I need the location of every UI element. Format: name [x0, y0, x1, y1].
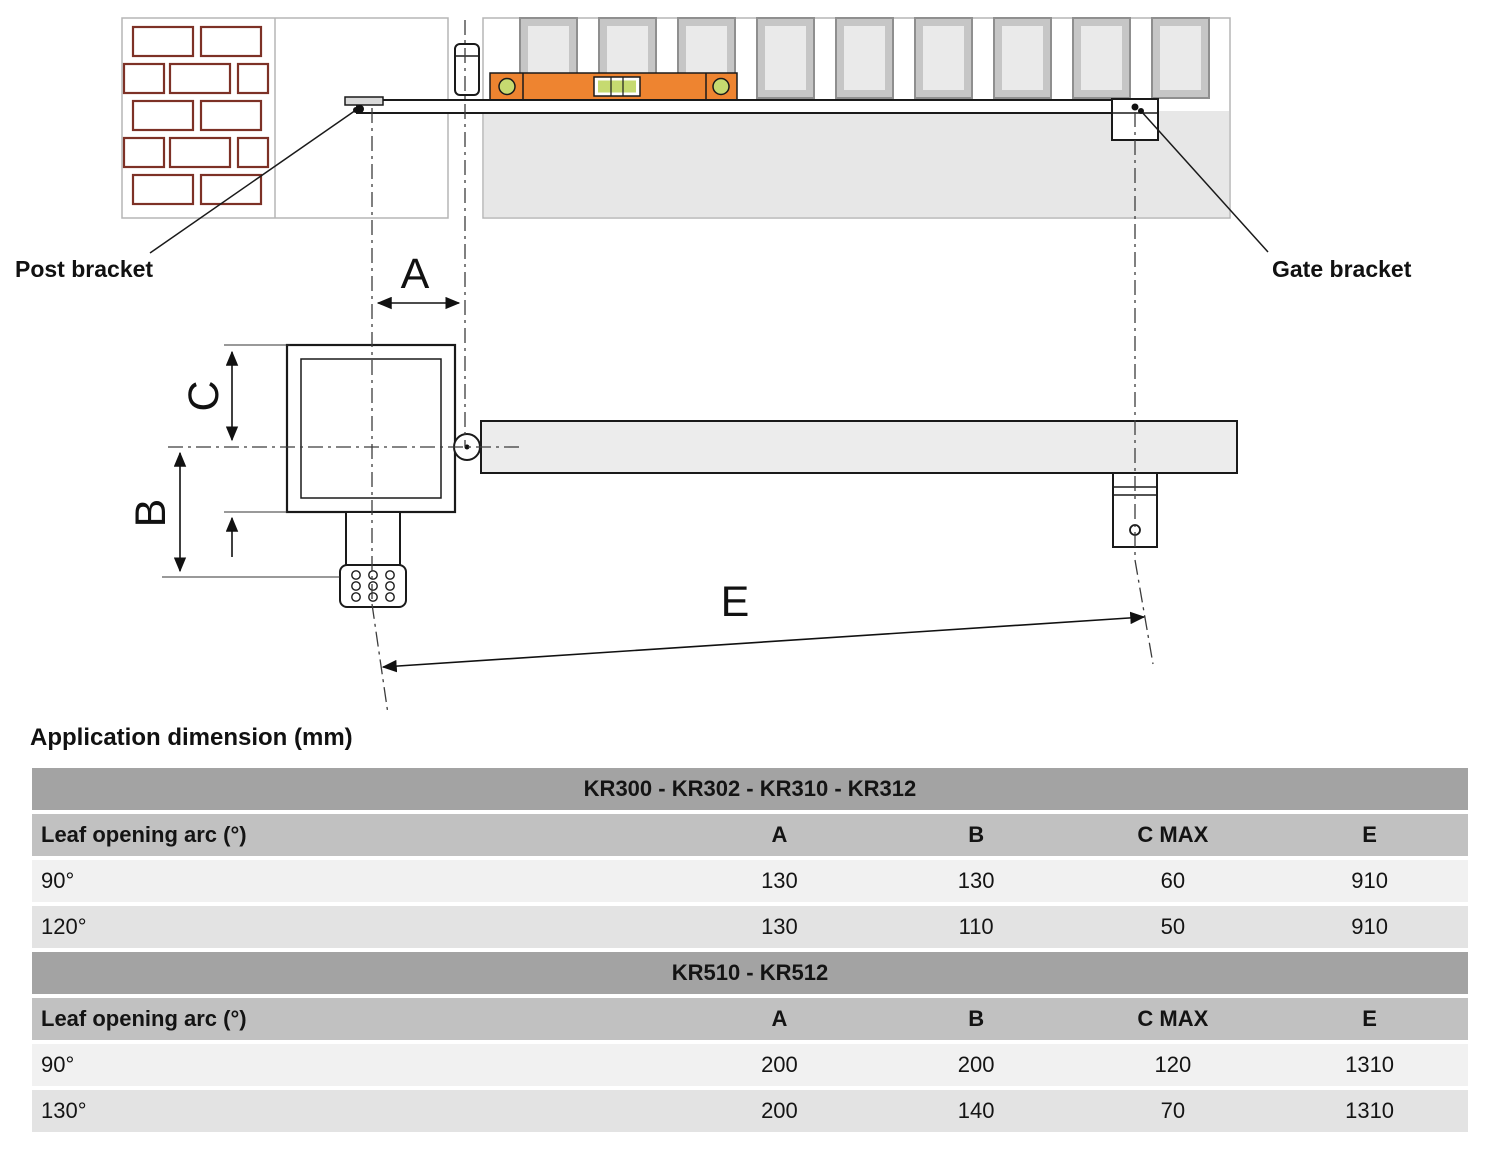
dimension-e-label: E: [721, 578, 750, 626]
column-header: A: [771, 1006, 788, 1031]
reference-lines: [162, 344, 340, 578]
table-cell: 200: [761, 1052, 798, 1077]
level-vial-left: [498, 77, 516, 96]
table-cell: 90°: [41, 868, 75, 893]
column-header: B: [968, 1006, 985, 1031]
table-group-header: KR300 - KR302 - KR310 - KR312: [32, 768, 1468, 810]
column-header: B: [968, 822, 985, 847]
gate-bracket-label: Gate bracket: [1272, 256, 1412, 282]
center-lines: [168, 20, 1154, 715]
table-cell: 50: [1160, 914, 1186, 939]
dimension-c-label: C: [180, 380, 228, 411]
dimensions-table: KR300 - KR302 - KR310 - KR312 Leaf openi…: [32, 768, 1468, 1132]
dimension-arrows: [173, 296, 1146, 673]
spirit-level: [489, 72, 738, 101]
table-row: 120° 130 110 50 910: [32, 906, 1468, 948]
table-cell: 60: [1160, 868, 1186, 893]
group-title: KR300 - KR302 - KR310 - KR312: [583, 776, 917, 801]
group-title: KR510 - KR512: [671, 960, 829, 985]
table-cell: 120°: [41, 914, 87, 939]
gate-bracket-leader: [1140, 110, 1269, 253]
post-bracket-label: Post bracket: [15, 256, 153, 282]
level-vial-right: [712, 77, 730, 96]
installation-diagram: Post bracket Gate bracket A C B E: [15, 17, 1412, 715]
table-cell: 130°: [41, 1098, 87, 1123]
table-cell: 140: [957, 1098, 995, 1123]
table-column-header-row: Leaf opening arc (°) A B C MAX E: [32, 998, 1468, 1040]
column-header: C MAX: [1137, 822, 1209, 847]
table-cell: 130: [957, 868, 995, 893]
table-cell: 1310: [1345, 1098, 1395, 1123]
dimension-e-arrow: [381, 611, 1146, 673]
column-header: Leaf opening arc (°): [41, 822, 247, 847]
column-header: Leaf opening arc (°): [41, 1006, 247, 1031]
table-column-header-row: Leaf opening arc (°) A B C MAX E: [32, 814, 1468, 856]
table-row: 90° 130 130 60 910: [32, 860, 1468, 902]
table-row: 90° 200 200 120 1310: [32, 1044, 1468, 1086]
section-title: Application dimension (mm): [30, 724, 353, 751]
gate-panel: [484, 111, 1229, 217]
mounting-plate: [339, 564, 407, 608]
table-cell: 200: [761, 1098, 798, 1123]
table-cell: 120: [1154, 1052, 1192, 1077]
column-header: C MAX: [1137, 1006, 1209, 1031]
table-cell: 110: [958, 914, 994, 939]
post-bracket-side: [344, 96, 384, 113]
hinge-cylinder: [454, 43, 480, 96]
table-cell: 130: [761, 914, 798, 939]
column-header: E: [1362, 822, 1377, 847]
table-cell: 1310: [1345, 1052, 1395, 1077]
table-cell: 90°: [41, 1052, 75, 1077]
column-header: A: [771, 822, 788, 847]
wall-and-post: [121, 17, 449, 219]
column-header: E: [1362, 1006, 1377, 1031]
gate-leaf-top-view: [480, 420, 1238, 474]
table-cell: 910: [1351, 868, 1388, 893]
table-cell: 910: [1351, 914, 1388, 939]
actuator-arm-side: [356, 99, 1136, 114]
brick-pattern: [122, 25, 270, 206]
dimension-a-label: A: [401, 250, 430, 298]
table-row: 130° 200 140 70 1310: [32, 1090, 1468, 1132]
level-vial-center: [598, 80, 636, 93]
table-cell: 200: [957, 1052, 995, 1077]
leader-lines: [149, 107, 1269, 254]
dimension-b-label: B: [127, 499, 175, 528]
table-cell: 130: [761, 868, 798, 893]
table-cell: 70: [1160, 1098, 1186, 1123]
post-bracket-leader: [149, 109, 357, 254]
table-group-header: KR510 - KR512: [32, 952, 1468, 994]
gearmotor-top-view: [285, 343, 457, 608]
